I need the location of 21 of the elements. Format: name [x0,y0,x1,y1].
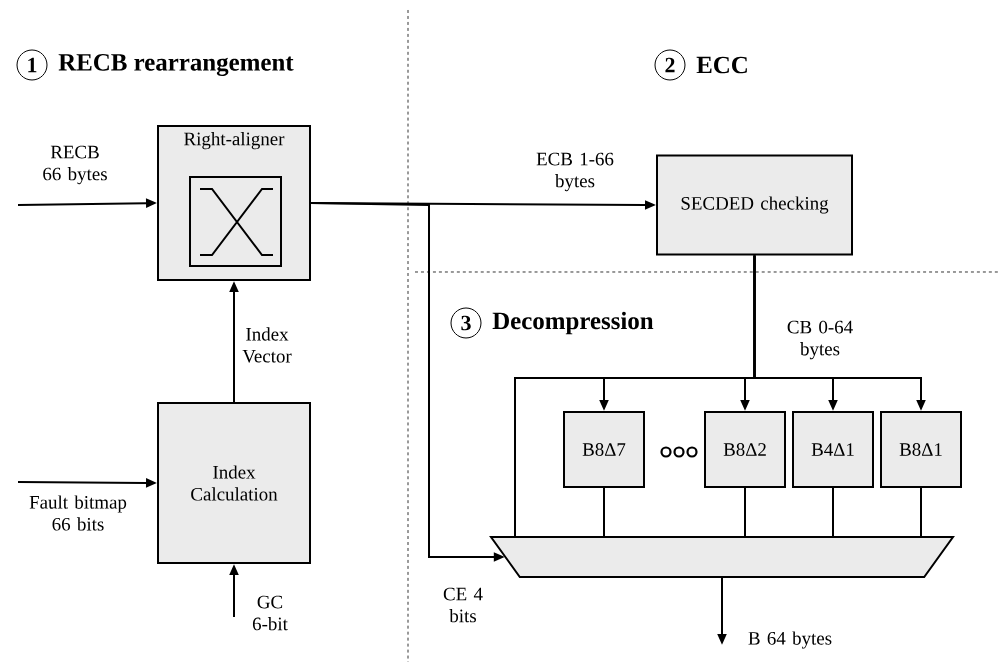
edge-label: B 64 bytes [748,631,832,649]
edge-label: ECB 1-66 bytes [536,152,614,192]
edge-label: Fault bitmap 66 bits [29,495,127,531]
edge-label: RECB 66 bytes [43,145,107,185]
circled-number: 1 [16,49,48,81]
decoder-box: B8Δ7 [563,411,645,488]
circled-number: 3 [450,307,482,339]
edge-label: Index Vector [242,327,292,363]
decoder-box: B8Δ2 [704,411,786,488]
circled-number: 2 [654,49,686,81]
edge-label: GC 6-bit [252,595,288,631]
decoder-box: B4Δ1 [792,411,874,488]
section-heading: ECC [696,56,747,74]
edge-label: CB 0-64 bytes [787,320,853,360]
aligner-box: Right-aligner [157,125,311,281]
section-heading: Decompression [492,311,654,335]
process-box: SECDED checking [656,154,853,256]
edge-label: CE 4 bits [443,587,483,623]
section-heading: RECB rearrangement [58,54,294,76]
process-box: Index Calculation [157,402,311,564]
decoder-box: B8Δ1 [880,411,962,488]
